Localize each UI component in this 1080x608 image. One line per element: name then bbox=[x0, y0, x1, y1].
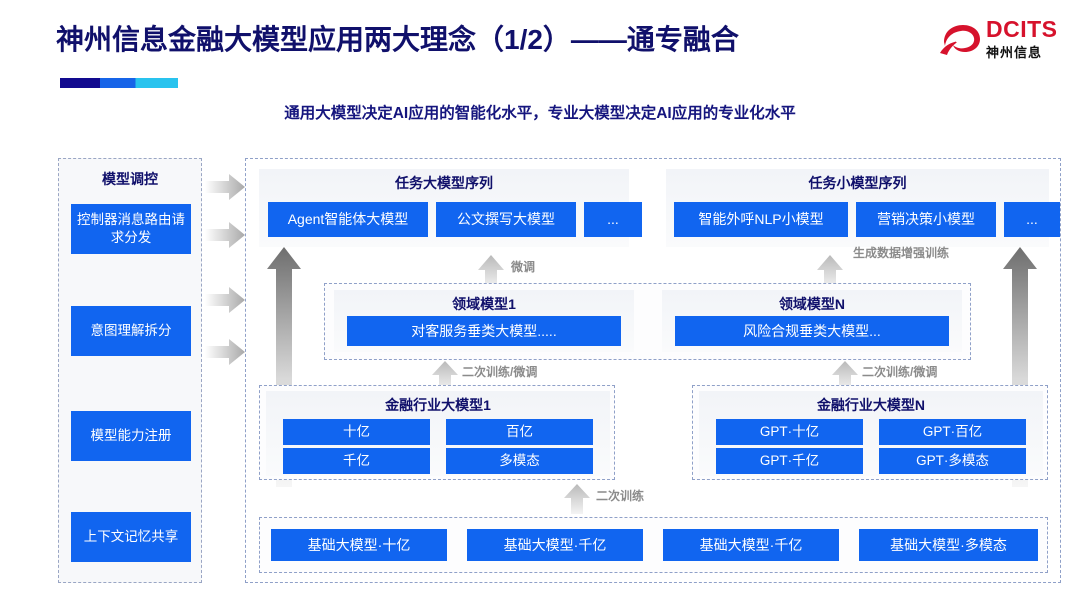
logo-english-text: DCITS bbox=[986, 16, 1058, 42]
flow-arrow-up-retrain-right bbox=[832, 361, 858, 391]
domain-model-1-title: 领域模型1 bbox=[452, 296, 516, 312]
flow-arrow-right-4 bbox=[205, 339, 245, 365]
flow-arrow-right-1 bbox=[205, 174, 245, 200]
task-small-item-nlp[interactable]: 智能外呼NLP小模型 bbox=[674, 202, 848, 237]
foundation-model-row: 基础大模型·十亿 基础大模型·千亿 基础大模型·千亿 基础大模型·多模态 bbox=[259, 517, 1048, 573]
domain-model-n-title: 领域模型N bbox=[778, 296, 846, 312]
logo-chinese-text: 神州信息 bbox=[986, 45, 1043, 60]
task-large-item-doc[interactable]: 公文撰写大模型 bbox=[436, 202, 576, 237]
flow-arrow-up-data-aug bbox=[817, 255, 843, 289]
task-large-model-title: 任务大模型序列 bbox=[395, 175, 493, 191]
foundation-item-2[interactable]: 基础大模型·千亿 bbox=[467, 529, 643, 561]
industry-model-1-box: 金融行业大模型1 十亿 百亿 千亿 多模态 bbox=[259, 385, 615, 480]
company-logo: DCITS 神州信息 bbox=[938, 16, 1066, 70]
domain-model-n-item[interactable]: 风险合规垂类大模型... bbox=[675, 316, 949, 346]
industry-model-n-title: 金融行业大模型N bbox=[816, 397, 926, 413]
control-panel: 模型调控 控制器消息路由请求分发 意图理解拆分 模型能力注册 上下文记忆共享 bbox=[58, 158, 202, 583]
industry-n-item-gpt-baiyi[interactable]: GPT·百亿 bbox=[879, 419, 1026, 445]
industry-n-item-gpt-qianyi[interactable]: GPT·千亿 bbox=[716, 448, 863, 474]
industry-model-n-group: 金融行业大模型N GPT·十亿 GPT·百亿 GPT·千亿 GPT·多模态 bbox=[699, 391, 1043, 476]
control-item-intent[interactable]: 意图理解拆分 bbox=[71, 306, 191, 356]
page-title: 神州信息金融大模型应用两大理念（1/2）——通专融合 bbox=[56, 24, 739, 55]
arrow-label-retrain-left: 二次训练/微调 bbox=[462, 365, 538, 379]
arrow-label-data-aug: 生成数据增强训练 bbox=[852, 246, 949, 260]
industry-model-1-title: 金融行业大模型1 bbox=[385, 397, 491, 413]
arrow-label-finetune: 微调 bbox=[511, 260, 536, 274]
foundation-item-3[interactable]: 基础大模型·千亿 bbox=[663, 529, 839, 561]
architecture-container: 任务大模型序列 Agent智能体大模型 公文撰写大模型 ... 任务小模型序列 … bbox=[245, 158, 1061, 583]
industry-n-item-gpt-multimodal[interactable]: GPT·多模态 bbox=[879, 448, 1026, 474]
page-subtitle: 通用大模型决定AI应用的智能化水平，专业大模型决定AI应用的专业化水平 bbox=[284, 105, 796, 122]
control-item-context[interactable]: 上下文记忆共享 bbox=[71, 512, 191, 562]
domain-model-n-group: 领域模型N 风险合规垂类大模型... bbox=[662, 290, 962, 352]
flow-arrow-up-retrain-center bbox=[564, 484, 590, 514]
task-small-item-more[interactable]: ... bbox=[1004, 202, 1060, 237]
industry-1-item-multimodal[interactable]: 多模态 bbox=[446, 448, 593, 474]
task-large-item-agent[interactable]: Agent智能体大模型 bbox=[268, 202, 428, 237]
flow-arrow-up-tall-left bbox=[267, 247, 301, 487]
industry-model-n-box: 金融行业大模型N GPT·十亿 GPT·百亿 GPT·千亿 GPT·多模态 bbox=[692, 385, 1048, 480]
industry-model-1-group: 金融行业大模型1 十亿 百亿 千亿 多模态 bbox=[266, 391, 610, 476]
arrow-label-retrain-right: 二次训练/微调 bbox=[862, 365, 938, 379]
domain-model-row: 领域模型1 对客服务垂类大模型..... 领域模型N 风险合规垂类大模型... bbox=[324, 283, 971, 360]
task-large-model-group: 任务大模型序列 Agent智能体大模型 公文撰写大模型 ... bbox=[259, 169, 642, 247]
domain-model-1-group: 领域模型1 对客服务垂类大模型..... bbox=[334, 290, 634, 352]
flow-arrow-up-tall-right bbox=[1003, 247, 1037, 487]
task-small-item-marketing[interactable]: 营销决策小模型 bbox=[856, 202, 996, 237]
industry-1-item-baiyi[interactable]: 百亿 bbox=[446, 419, 593, 445]
task-large-item-more[interactable]: ... bbox=[584, 202, 642, 237]
flow-arrow-up-finetune bbox=[478, 255, 504, 289]
control-item-router[interactable]: 控制器消息路由请求分发 bbox=[71, 204, 191, 254]
flow-arrow-right-3 bbox=[205, 287, 245, 313]
dcits-swirl-logo-icon bbox=[940, 25, 980, 55]
foundation-item-1[interactable]: 基础大模型·十亿 bbox=[271, 529, 447, 561]
flow-arrow-right-2 bbox=[205, 222, 245, 248]
control-panel-title: 模型调控 bbox=[102, 171, 158, 187]
flow-arrow-up-retrain-left bbox=[432, 361, 458, 391]
foundation-item-4[interactable]: 基础大模型·多模态 bbox=[859, 529, 1038, 561]
task-small-model-title: 任务小模型序列 bbox=[808, 175, 907, 191]
arrow-label-retrain-center: 二次训练 bbox=[596, 489, 645, 503]
title-underline-bar bbox=[60, 78, 178, 88]
industry-1-item-qianyi[interactable]: 千亿 bbox=[283, 448, 430, 474]
control-item-capability[interactable]: 模型能力注册 bbox=[71, 411, 191, 461]
logo-wordmark: DCITS 神州信息 bbox=[986, 18, 1058, 62]
industry-n-item-gpt-shiyi[interactable]: GPT·十亿 bbox=[716, 419, 863, 445]
domain-model-1-item[interactable]: 对客服务垂类大模型..... bbox=[347, 316, 621, 346]
industry-1-item-shiyi[interactable]: 十亿 bbox=[283, 419, 430, 445]
task-small-model-group: 任务小模型序列 智能外呼NLP小模型 营销决策小模型 ... bbox=[666, 169, 1060, 247]
